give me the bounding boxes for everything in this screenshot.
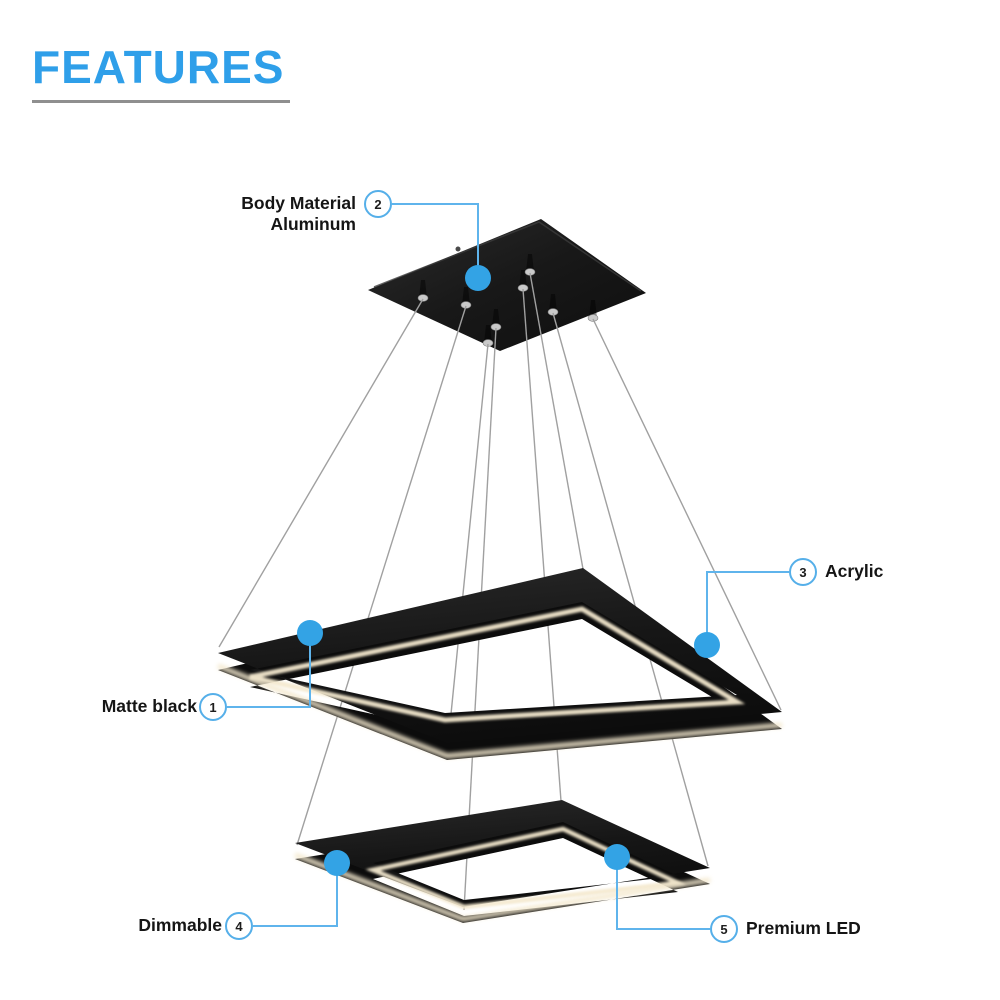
callout-dot-3 [694, 632, 720, 658]
callout-label-dimmable: Dimmable [138, 915, 222, 935]
callout-line-3 [706, 571, 789, 645]
canopy-screw [455, 246, 461, 252]
callout-line-4 [253, 863, 338, 927]
callout-label-line1: Body Material [241, 193, 356, 213]
cable-gland [417, 294, 429, 302]
suspension-wire [552, 312, 709, 867]
cable-glands [417, 268, 599, 347]
canopy-streaks [419, 254, 597, 343]
upper-ring-glow-inner [249, 606, 746, 723]
cable-gland [587, 314, 599, 322]
callout-badge-4: 4 [225, 912, 253, 940]
callout-label-body-material: Body Material Aluminum [241, 193, 356, 235]
callout-line-2 [392, 203, 479, 278]
callout-line-1 [227, 633, 311, 708]
callout-badge-2: 2 [364, 190, 392, 218]
callout-connectors [227, 203, 789, 930]
callout-label-line2: Aluminum [270, 214, 356, 234]
callout-badge-1: 1 [199, 693, 227, 721]
canopy-bevel-edge [373, 221, 642, 292]
callout-dot-5 [604, 844, 630, 870]
suspension-wire [447, 343, 489, 745]
suspension-wire [592, 318, 782, 711]
suspension-wire [296, 305, 467, 846]
callout-dots [297, 265, 720, 876]
title-underline [32, 100, 290, 103]
upper-ring-glow-outer [217, 663, 783, 759]
lower-ring-glow-outer [294, 852, 711, 922]
lower-ring-glow-inner [365, 826, 687, 910]
callout-dot-1 [297, 620, 323, 646]
canopy [368, 219, 646, 351]
suspension-wire [218, 298, 424, 648]
cable-gland [460, 301, 472, 309]
callout-badge-3: 3 [789, 558, 817, 586]
suspension-wire [529, 272, 584, 570]
page-title: FEATURES [32, 41, 285, 93]
upper-ring [217, 568, 783, 760]
callout-line-5 [616, 857, 710, 930]
callout-badge-5: 5 [710, 915, 738, 943]
callout-label-premium-led: Premium LED [746, 918, 861, 938]
lower-ring [294, 800, 711, 923]
callout-dot-2 [465, 265, 491, 291]
callout-label-matte-black: Matte black [101, 696, 197, 716]
callout-dot-4 [324, 850, 350, 876]
callout-label-acrylic: Acrylic [825, 561, 884, 581]
